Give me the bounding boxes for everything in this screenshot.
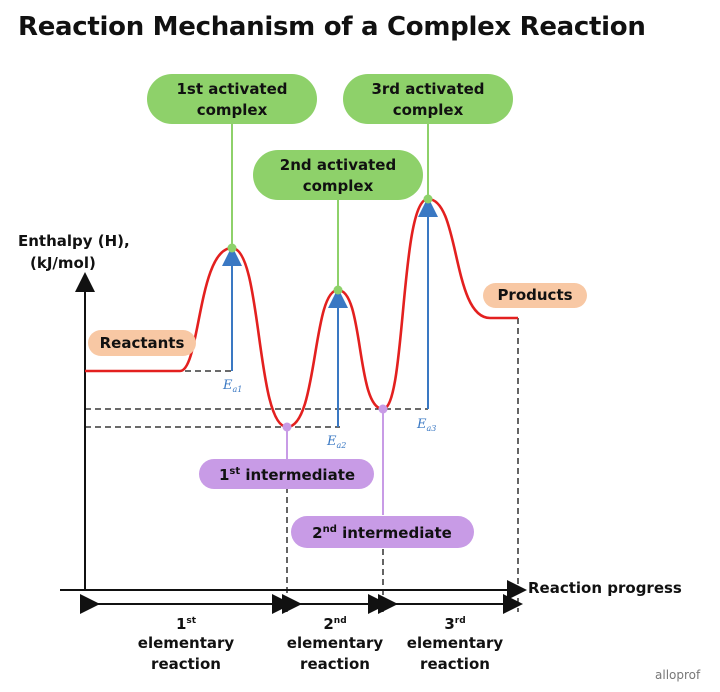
elementary-reaction-1-label: 1st elementary reaction [138,615,235,673]
page-title: Reaction Mechanism of a Complex Reaction [18,12,646,42]
elementary-reaction-3-label: 3rd elementary reaction [407,615,504,673]
ea3-label: Ea3 [416,417,436,433]
svg-text:Products: Products [497,286,572,304]
curve-points [227,194,433,432]
svg-text:1st intermediate: 1st intermediate [219,466,355,484]
activated-complex-3-badge: 3rd activated complex [343,74,513,124]
intermediate-1-badge: 1st intermediate [199,459,374,489]
svg-text:elementary: elementary [407,634,504,652]
svg-text:elementary: elementary [287,634,384,652]
svg-text:3rd activated: 3rd activated [371,80,484,98]
ea1-label: Ea1 [222,378,242,394]
svg-text:complex: complex [303,177,374,195]
svg-text:2nd intermediate: 2nd intermediate [312,524,452,542]
svg-text:reaction: reaction [151,655,221,673]
watermark: alloprof [655,668,701,682]
svg-text:1st activated: 1st activated [176,80,287,98]
activated-complex-2-badge: 2nd activated complex [253,150,423,200]
y-axis-label-line1: Enthalpy (H), [18,232,130,250]
energy-curve [85,197,518,429]
svg-text:complex: complex [393,101,464,119]
x-axis-label: Reaction progress [528,579,682,597]
svg-text:complex: complex [197,101,268,119]
activated-complex-1-badge: 1st activated complex [147,74,317,124]
reactants-badge: Reactants [88,330,196,356]
svg-text:reaction: reaction [300,655,370,673]
activated-complex-connectors [231,122,429,290]
svg-text:Reactants: Reactants [100,334,185,352]
y-axis-label-line2: (kJ/mol) [30,254,96,272]
intermediate-2-badge: 2nd intermediate [291,516,474,548]
svg-text:reaction: reaction [420,655,490,673]
ea2-label: Ea2 [326,434,346,450]
svg-text:2nd activated: 2nd activated [280,156,396,174]
svg-text:1st: 1st [176,615,197,633]
elementary-reaction-2-label: 2nd elementary reaction [287,615,384,673]
intermediate-connectors [286,409,384,515]
svg-text:elementary: elementary [138,634,235,652]
products-badge: Products [483,283,587,308]
svg-text:3rd: 3rd [444,615,465,633]
svg-text:2nd: 2nd [323,615,346,633]
